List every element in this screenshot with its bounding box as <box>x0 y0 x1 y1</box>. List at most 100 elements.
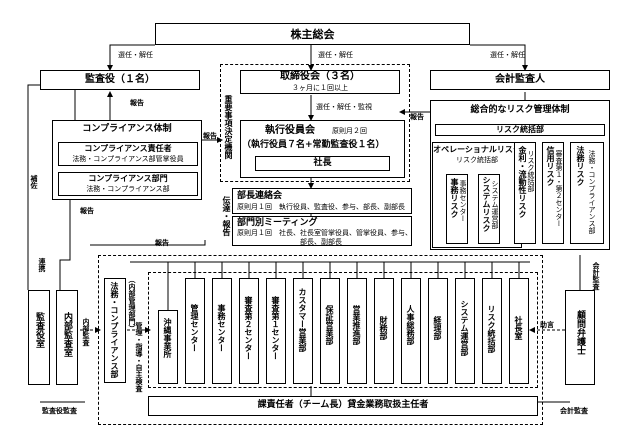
report-label-3: 報告 <box>410 113 424 121</box>
operational-risk: オペレーショナルリスク <box>433 145 521 154</box>
managers-meeting-box <box>232 188 412 214</box>
board-box <box>240 70 400 94</box>
important-decision-label: 重要事項決定機関 <box>224 95 233 159</box>
president-box <box>255 156 390 171</box>
risk-item-3-box <box>514 142 536 244</box>
advice-label: 助言 <box>540 321 554 329</box>
report-label-1: 報告 <box>130 99 144 107</box>
audit-office-label: 監査役室 <box>34 312 44 348</box>
lawyer-label: 顧問弁護士 <box>575 310 585 355</box>
compliance-dept: コンプライアンス部門 <box>88 174 168 183</box>
managers-meeting-title: 部長連絡会 <box>237 191 283 201</box>
important-decision-area <box>220 64 410 182</box>
internal-audit-arrow-label: 内部監査 <box>82 318 90 346</box>
department-14 <box>509 278 529 384</box>
appoint-label-center: 選任・解任 <box>318 51 353 59</box>
compliance-officer-box <box>58 142 198 166</box>
auditor-label: 監査役（１名） <box>85 74 155 85</box>
risk-item-4-name: 信用リスク <box>546 146 555 186</box>
department-3 <box>212 278 232 384</box>
report-label-5: 報告 <box>155 239 169 247</box>
department-2-label: 管理センター <box>190 304 199 352</box>
risk-item-5-sub: 法務・コンプライアンス部 <box>588 150 596 234</box>
compliance-dept-box <box>58 172 198 196</box>
department-11 <box>428 278 448 384</box>
department-8-label: 営業推進部 <box>352 305 361 345</box>
risk-dept-box <box>435 124 605 136</box>
shareholders-label: 株主総会 <box>290 28 335 41</box>
audit-office-box <box>28 290 50 385</box>
department-10-label: 人事総務部 <box>406 305 415 345</box>
risk-item-2-box <box>478 174 500 244</box>
department-13-label: リスク統括部 <box>487 305 496 353</box>
appoint-supervise-label: 選任・解任・監視 <box>316 103 372 111</box>
exec-committee-title: 執行役員会 <box>265 125 315 136</box>
risk-item-3-name: 金利・流動性リスク <box>518 146 527 218</box>
president-label: 社長 <box>313 158 332 168</box>
appoint-label-left: 選任・解任 <box>118 51 153 59</box>
legal-dept-box <box>104 278 126 383</box>
department-3-label: 事務センター <box>217 304 226 352</box>
responsible-label: 課責任者（チーム長）貸金業務取扱主任者 <box>257 400 429 410</box>
department-9 <box>374 278 394 384</box>
risk-dept: リスク統括部 <box>496 125 544 134</box>
risk-title: 総合的なリスク管理体制 <box>470 105 570 115</box>
department-12 <box>455 278 475 384</box>
risk-item-5-name: 法務リスク <box>576 146 585 186</box>
internal-control-note: （内部管理部門） <box>128 276 136 332</box>
risk-item-1-box <box>446 174 468 244</box>
responsible-box <box>148 396 538 416</box>
department-6-label: カスタマー営業部 <box>298 288 307 352</box>
dept-meeting-title: 部門別ミーティング <box>237 218 318 228</box>
risk-item-4-box <box>542 142 564 244</box>
risk-item-1-name: 事務リスク <box>450 178 459 218</box>
department-7 <box>320 278 340 384</box>
exec-committee-freq: 原則月２回 <box>332 127 367 135</box>
department-14-label: 社長室 <box>514 316 523 340</box>
risk-item-1-sub: 事務センター <box>459 180 467 222</box>
managers-meeting-desc: 原則月１回 執行役員、監査役、参与、部長、副部長 <box>237 203 405 211</box>
report-label-4: 報告 <box>80 207 94 215</box>
management-note: 管理・指導・自主検査 <box>135 322 143 392</box>
department-11-label: 経理部 <box>433 316 442 340</box>
exec-committee-members: （執行役員７名+常勤監査役１名） <box>242 140 385 150</box>
dept-meeting-desc1: 原則月１回 社長、社長室管掌役員、管掌役員、参与、 <box>237 229 412 237</box>
internal-audit-box <box>56 290 78 385</box>
risk-item-3-sub: リスク統括部 <box>527 150 535 192</box>
shareholders-box <box>155 23 470 45</box>
legal-dept-label: 法務・コンプライアンス部 <box>110 282 119 378</box>
risk-item-2-name: システムリスク <box>482 176 491 232</box>
lawyer-box <box>565 290 595 385</box>
transmit-report-label: 伝達・報告 <box>222 196 231 236</box>
department-13 <box>482 278 502 384</box>
compliance-officer-sub: 法務・コンプライアンス部管掌役員 <box>72 155 184 163</box>
internal-audit-label: 内部監査室 <box>62 312 72 357</box>
accounting-auditor-box <box>430 70 610 90</box>
operational-risk-sub: リスク統括部 <box>456 156 498 164</box>
departments-area <box>148 272 538 388</box>
compliance-officer: コンプライアンス責任者 <box>84 144 172 153</box>
department-5-label: 審査第１センター <box>271 296 280 360</box>
dept-meeting-desc2: 部長、副部長 <box>300 238 342 246</box>
department-7-label: 保証営業部 <box>325 305 334 345</box>
accounting-auditor-label: 会計監査人 <box>495 74 545 85</box>
board-title: 取締役会（３名） <box>280 71 360 82</box>
department-12-label: システム運営部 <box>460 300 469 356</box>
auditor-box <box>40 70 200 90</box>
risk-item-2-sub: システム運営部 <box>491 180 499 229</box>
department-5 <box>266 278 286 384</box>
department-9-label: 財務部 <box>379 316 388 340</box>
risk-item-5-box <box>570 142 604 244</box>
accounting-audit-label: 会計監査 <box>560 407 588 415</box>
report-label-2: 報告 <box>203 132 217 140</box>
appoint-label-right: 選任・解任 <box>490 51 525 59</box>
dept-meeting-box <box>232 216 412 246</box>
business-area <box>98 255 543 425</box>
department-6 <box>293 278 313 384</box>
department-4 <box>239 278 259 384</box>
department-8 <box>347 278 367 384</box>
compliance-title: コンプライアンス体制 <box>82 124 172 134</box>
cooperate-label: 連携 <box>38 258 46 272</box>
assist-label: 補佐 <box>30 175 38 189</box>
